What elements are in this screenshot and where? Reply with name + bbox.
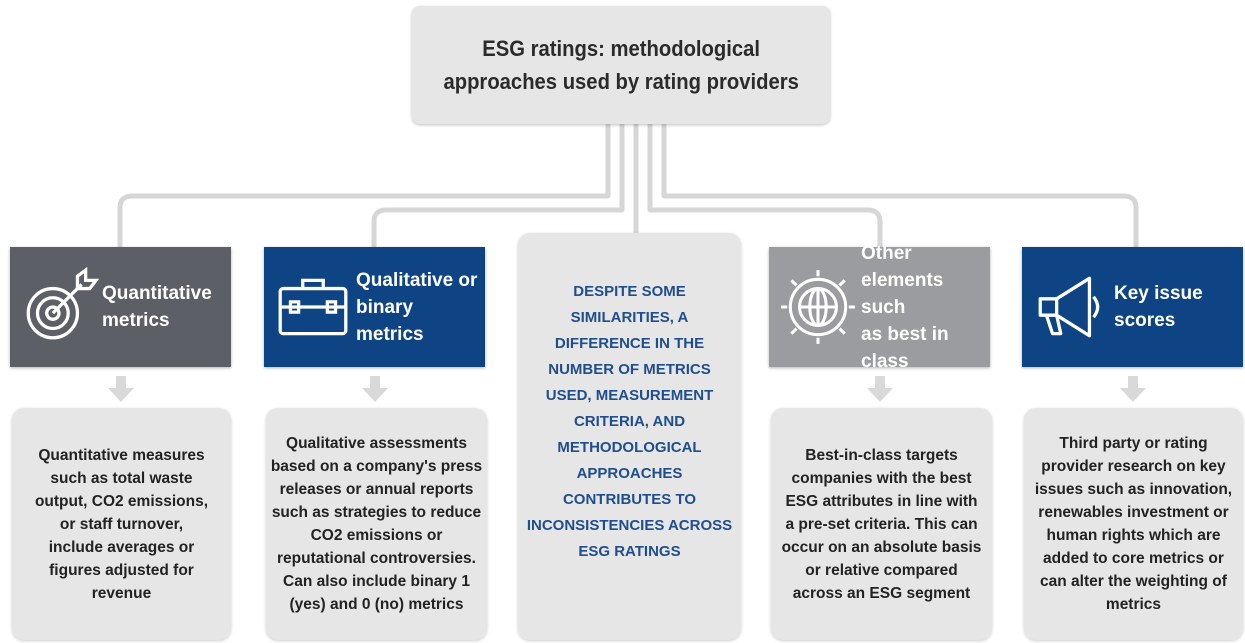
description-text: Quantitative measures such as total wast… (34, 446, 209, 602)
down-arrow-icon (108, 376, 134, 402)
down-arrow-icon (362, 376, 388, 402)
category-label: Qualitative or binary metrics (356, 269, 478, 345)
diagram-title: ESG ratings: methodological approaches u… (443, 36, 799, 94)
category-label: Quantitative metrics (102, 283, 212, 331)
description-text: Third party or rating provider research … (1034, 435, 1233, 613)
category-header-quantitative: Quantitative metrics (10, 247, 231, 367)
category-header-key-issue: Key issue scores (1022, 247, 1243, 367)
description-box-quantitative: Quantitative measures such as total wast… (12, 408, 231, 640)
down-arrow-icon (867, 376, 893, 402)
description-box-key-issue: Third party or rating provider research … (1024, 408, 1243, 640)
center-note-box: DESPITE SOME SIMILARITIES, A DIFFERENCE … (518, 233, 741, 640)
title-box: ESG ratings: methodological approaches u… (412, 6, 830, 124)
down-arrow-icon (1120, 376, 1146, 402)
category-label: Other elements such as best in class (861, 242, 949, 372)
description-text: Best-in-class targets companies with the… (781, 446, 982, 602)
globe-gear-icon (781, 270, 855, 344)
briefcase-icon (278, 278, 348, 336)
description-box-qualitative: Qualitative assessments based on a compa… (266, 408, 487, 640)
category-header-qualitative: Qualitative or binary metrics (264, 247, 485, 367)
category-label: Key issue scores (1114, 283, 1203, 331)
target-icon (26, 266, 100, 340)
center-note-text: DESPITE SOME SIMILARITIES, A DIFFERENCE … (526, 282, 733, 560)
description-text: Qualitative assessments based on a compa… (270, 435, 483, 613)
category-header-other-elements: Other elements such as best in class (769, 243, 990, 372)
megaphone-icon (1038, 276, 1100, 338)
description-box-other-elements: Best-in-class targets companies with the… (771, 408, 992, 640)
